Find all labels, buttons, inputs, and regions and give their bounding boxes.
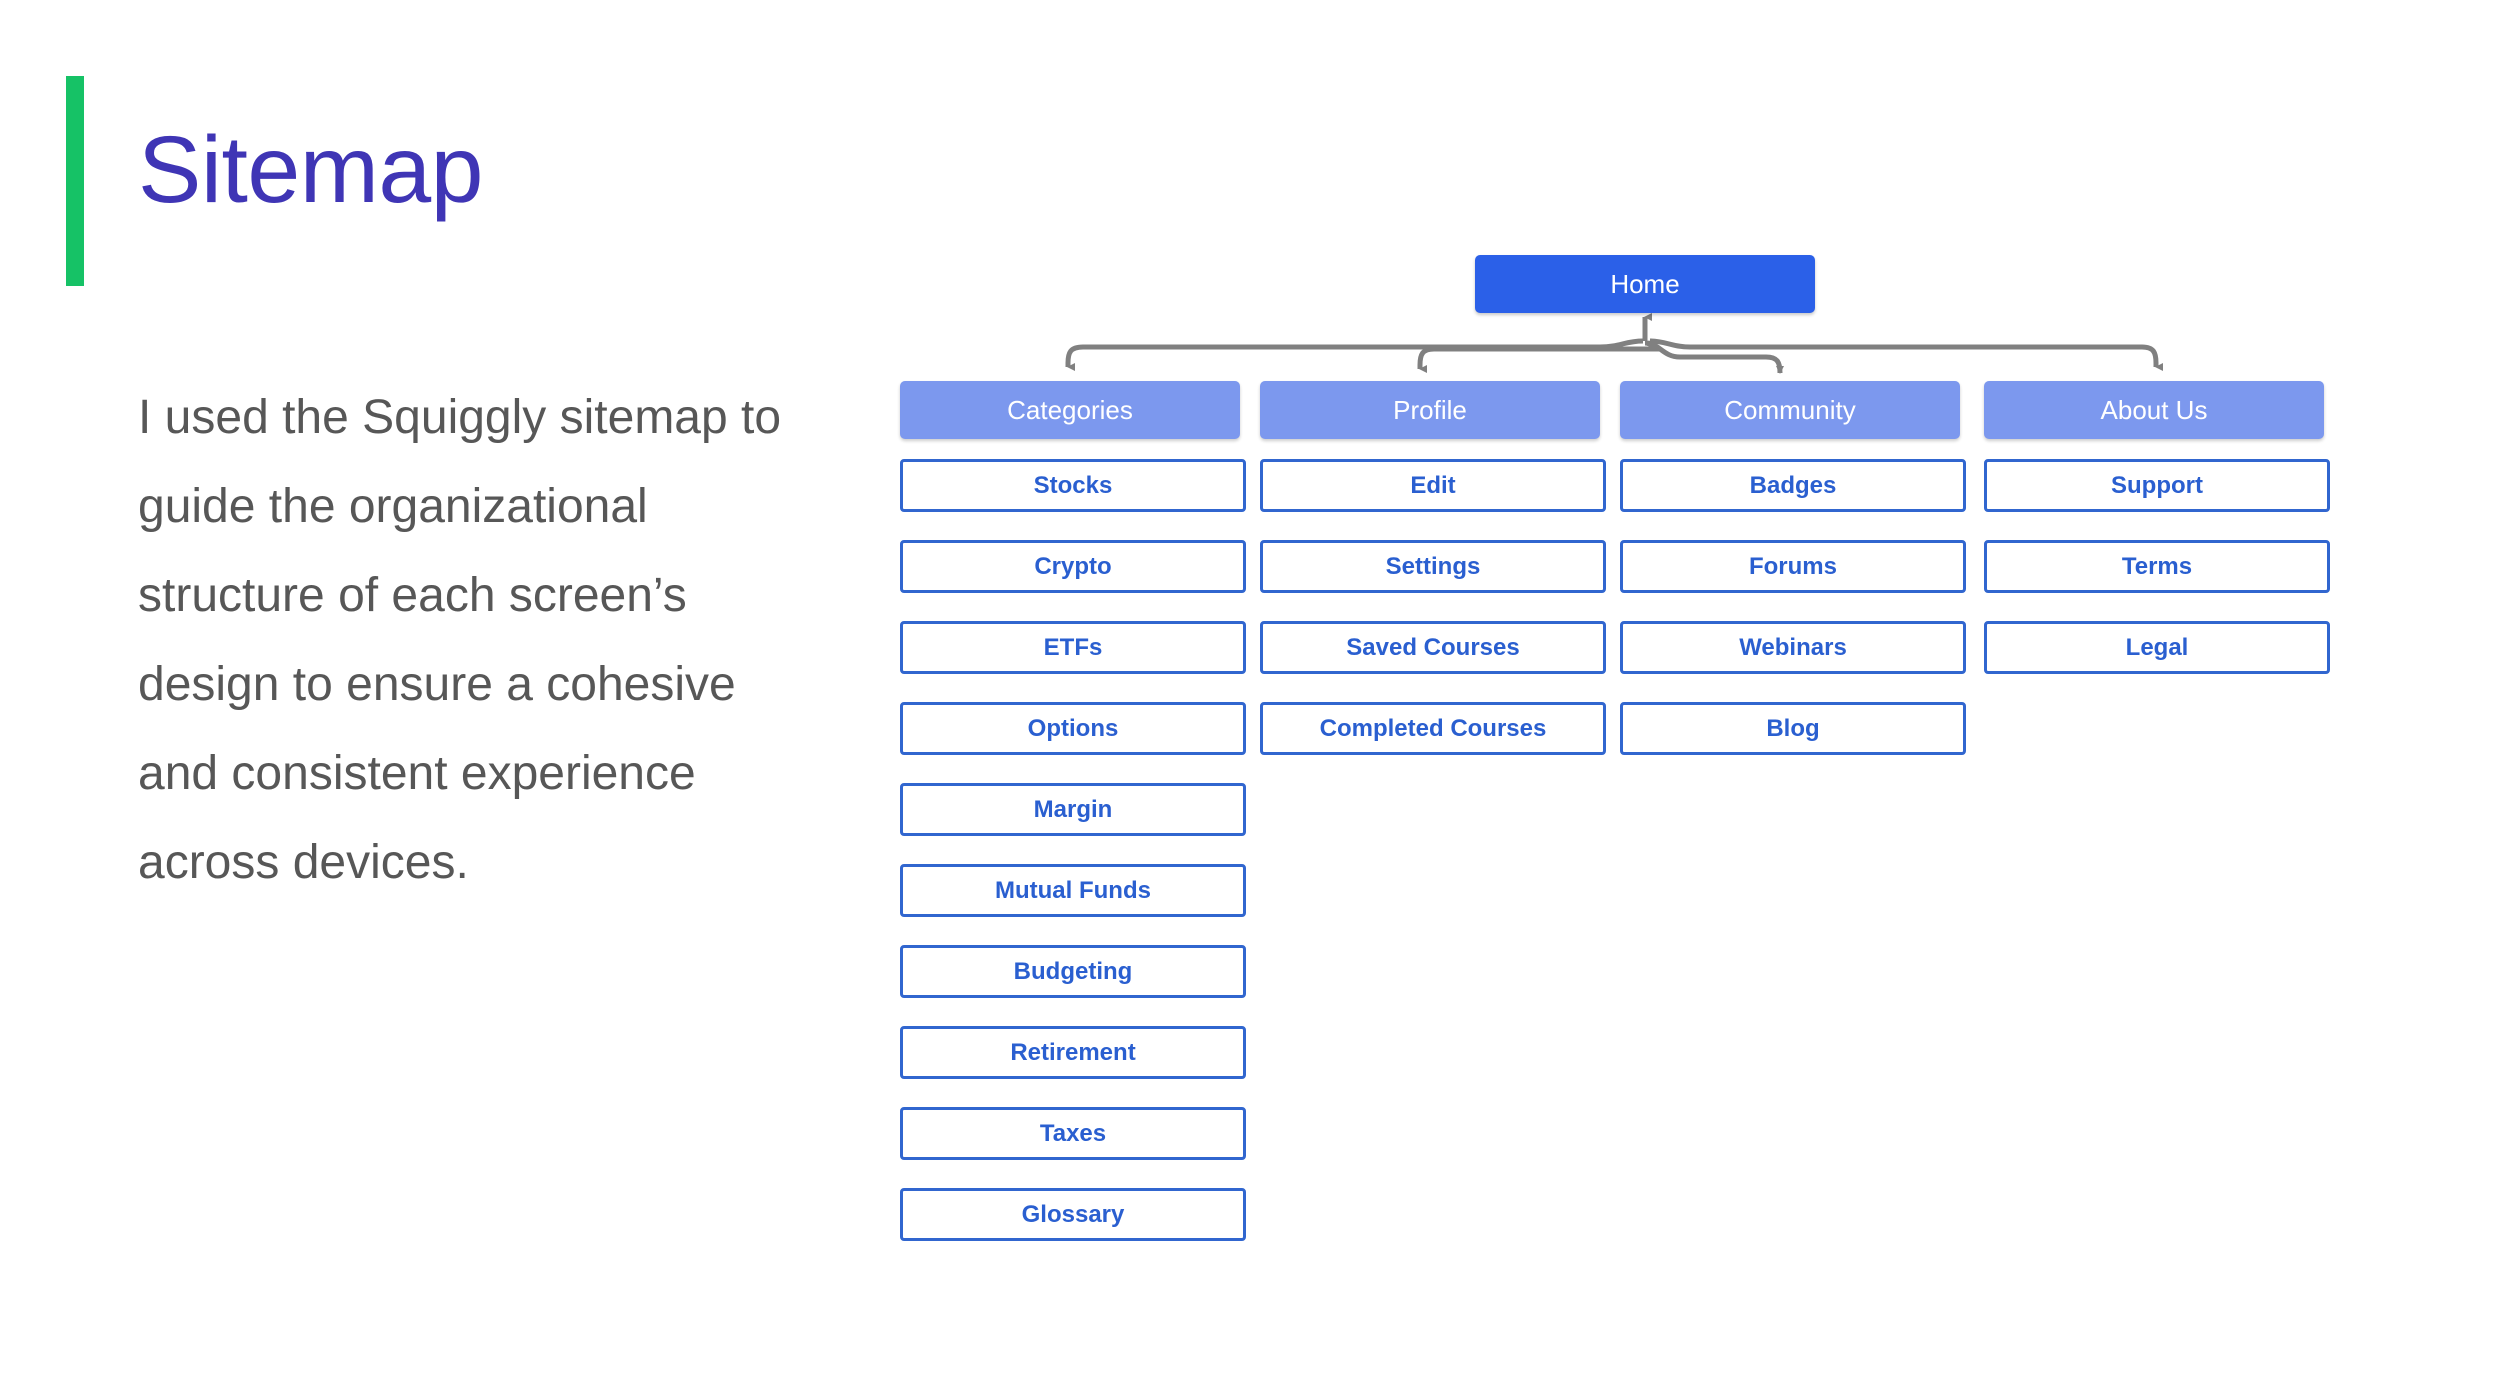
connector-lines (1065, 313, 2163, 377)
leaf-label: Blog (1766, 714, 1820, 742)
leaf-label: Options (1027, 714, 1119, 742)
leaf-column-categories: Stocks Crypto ETFs Options Margin Mutual… (900, 459, 1246, 1269)
leaf-label: Support (2111, 471, 2203, 499)
leaf-label: Settings (1385, 552, 1481, 580)
leaf-node[interactable]: Retirement (900, 1026, 1246, 1079)
leaf-node[interactable]: Crypto (900, 540, 1246, 593)
leaf-node[interactable]: Saved Courses (1260, 621, 1606, 674)
leaf-label: Glossary (1021, 1200, 1125, 1228)
leaf-label: Stocks (1033, 471, 1113, 499)
leaf-label: Mutual Funds (995, 876, 1151, 904)
leaf-node[interactable]: Margin (900, 783, 1246, 836)
sitemap-diagram: Home Categories Profile Community About … (900, 245, 2390, 1245)
leaf-node[interactable]: Support (1984, 459, 2330, 512)
leaf-node[interactable]: Edit (1260, 459, 1606, 512)
leaf-label: Retirement (1010, 1038, 1136, 1066)
leaf-node[interactable]: ETFs (900, 621, 1246, 674)
node-profile-label: Profile (1393, 394, 1467, 425)
leaf-label: Edit (1410, 471, 1456, 499)
connector-community (1647, 340, 1788, 377)
leaf-label: Legal (2125, 633, 2189, 661)
leaf-node[interactable]: Terms (1984, 540, 2330, 593)
leaf-node[interactable]: Forums (1620, 540, 1966, 593)
leaf-node[interactable]: Legal (1984, 621, 2330, 674)
node-community-label: Community (1724, 394, 1856, 425)
leaf-node[interactable]: Mutual Funds (900, 864, 1246, 917)
title-accent-bar (66, 76, 84, 286)
leaf-label: Budgeting (1013, 957, 1133, 985)
leaf-label: Crypto (1034, 552, 1112, 580)
leaf-column-community: Badges Forums Webinars Blog (1620, 459, 1966, 783)
node-profile[interactable]: Profile (1260, 381, 1600, 439)
leaf-node[interactable]: Glossary (900, 1188, 1246, 1241)
leaf-label: Terms (2121, 552, 2193, 580)
leaf-node[interactable]: Taxes (900, 1107, 1246, 1160)
leaf-column-about-us: Support Terms Legal (1984, 459, 2330, 702)
leaf-node[interactable]: Settings (1260, 540, 1606, 593)
leaf-node[interactable]: Stocks (900, 459, 1246, 512)
leaf-label: Badges (1749, 471, 1837, 499)
leaf-node[interactable]: Budgeting (900, 945, 1246, 998)
node-home-label: Home (1610, 268, 1680, 299)
leaf-column-profile: Edit Settings Saved Courses Completed Co… (1260, 459, 1606, 783)
leaf-label: Webinars (1739, 633, 1847, 661)
node-categories-label: Categories (1007, 394, 1133, 425)
leaf-label: Saved Courses (1346, 633, 1520, 661)
leaf-label: Completed Courses (1319, 714, 1547, 742)
node-about-us-label: About Us (2100, 394, 2208, 425)
leaf-node[interactable]: Blog (1620, 702, 1966, 755)
node-about-us[interactable]: About Us (1984, 381, 2324, 439)
connector-profile (1417, 340, 1661, 373)
page-title: Sitemap (138, 117, 484, 223)
leaf-node[interactable]: Completed Courses (1260, 702, 1606, 755)
leaf-label: ETFs (1043, 633, 1103, 661)
node-community[interactable]: Community (1620, 381, 1960, 439)
leaf-label: Taxes (1039, 1119, 1107, 1147)
body-paragraph: I used the Squiggly sitemap to guide the… (138, 391, 782, 889)
node-home[interactable]: Home (1475, 255, 1815, 313)
connector-about-us (1649, 338, 2163, 371)
leaf-label: Margin (1033, 795, 1113, 823)
node-categories[interactable]: Categories (900, 381, 1240, 439)
leaf-node[interactable]: Options (900, 702, 1246, 755)
leaf-node[interactable]: Badges (1620, 459, 1966, 512)
connector-categories (1065, 338, 1644, 371)
leaf-node[interactable]: Webinars (1620, 621, 1966, 674)
leaf-label: Forums (1748, 552, 1837, 580)
